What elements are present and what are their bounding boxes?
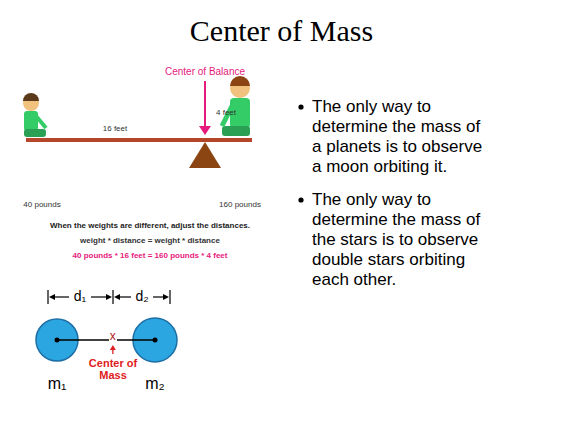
balance-arrow [204,81,206,127]
mass-circle: m₁ [35,318,79,362]
rod-segment [132,339,155,341]
child-legs [24,129,46,137]
seesaw-fulcrum [189,142,221,168]
circle-outline [132,317,178,363]
seesaw-board [26,138,252,142]
circle-outline [35,318,79,362]
label-wrap: 40 pounds [23,200,60,210]
dimension-label: d₂ [135,288,148,305]
title-wrap: Center of Mass [0,14,563,48]
child-legs [222,126,250,136]
dimension-arrowhead [106,294,112,300]
center-dot [153,338,158,343]
rod-segment [57,339,79,341]
child-arm [36,116,46,128]
dimension-tick [112,290,113,304]
bullet-dot [298,104,303,109]
mass-circle: m₂ [132,317,178,363]
bullet-dot [298,197,303,202]
bullet-text: The only way to determine the mass of a … [312,97,490,177]
label-wrap: 16 feet [103,124,127,134]
formula: weight * distance = weight * distance [80,236,220,246]
dimension-arrowhead [163,294,169,300]
center-dot [55,338,60,343]
distance-label: 16 feet [103,124,127,134]
center-of-mass-label: Center of Mass [82,357,144,381]
dimension-label: d₁ [74,288,87,305]
label-wrap: When the weights are different, adjust t… [50,221,250,231]
mass-label: m₁ [35,375,79,393]
mass-disc [133,318,177,362]
balance-label: Center of Balance [165,66,245,78]
weight-label: 160 pounds [219,200,261,210]
formula-example: 40 pounds * 16 feet = 160 pounds * 4 fee… [73,251,228,261]
center-mark: x [109,330,117,342]
mass-label: m₂ [132,375,178,393]
label-wrap: Center of Balance [165,66,245,78]
dimension-arrowhead [114,294,120,300]
mass-disc [36,319,78,361]
label-wrap: d₂ [135,288,148,305]
bullet-text: The only way to determine the mass of th… [312,190,490,290]
label-wrap: d₁ [74,288,87,305]
rod-line [79,339,132,341]
label-wrap: weight * distance = weight * distance [80,236,220,246]
child-body [24,111,38,131]
child-hair [23,93,39,101]
dimension-arrowhead [49,294,55,300]
weight-label: 40 pounds [23,200,60,210]
dimension-tick [47,290,48,304]
label-wrap: Center of Mass [82,357,144,381]
label-wrap: 160 pounds [219,200,261,210]
label-wrap: The only way to determine the mass of a … [312,97,490,177]
pointer-arrowhead [110,345,116,350]
label-wrap: 40 pounds * 16 feet = 160 pounds * 4 fee… [73,251,228,261]
label-wrap: The only way to determine the mass of th… [312,190,490,290]
label-wrap: 4 feet [216,108,236,118]
dimension-tick [169,290,170,304]
edge-label-wrap: x [109,330,117,342]
child-hair [230,76,250,86]
slide-title: Center of Mass [0,14,563,48]
balance-arrowhead [199,126,211,135]
rule-note: When the weights are different, adjust t… [50,221,250,231]
distance-label: 4 feet [216,108,236,118]
